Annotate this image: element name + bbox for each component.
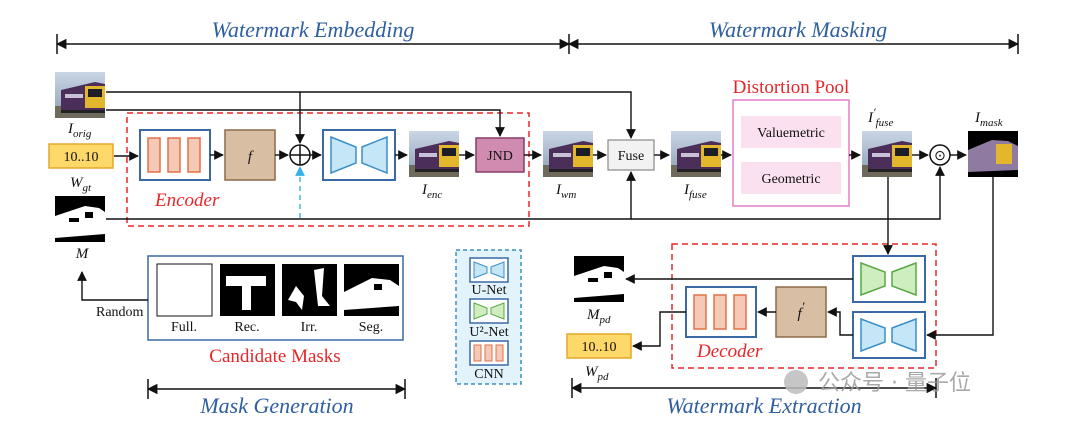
fuse-label: Fuse: [618, 149, 644, 164]
message-bits: 10..10: [64, 150, 99, 165]
legend-u2net-icon: [469, 298, 509, 324]
predicted-bits-box: [566, 333, 632, 359]
i-fuse-label: Ifuse: [683, 182, 707, 201]
mask-label: M: [75, 246, 90, 262]
valuemetric-label: Valuemetric: [757, 126, 825, 141]
distorted-image: [862, 131, 912, 177]
svg-text:⊙: ⊙: [934, 149, 946, 164]
mask-full-label: Full.: [171, 320, 197, 335]
source-watermark: 公众号 · 量子位: [784, 370, 971, 396]
decoder-region: [671, 243, 937, 369]
masked-image: [968, 131, 1018, 177]
watermark-text: 公众号 · 量子位: [818, 371, 971, 396]
i-wm-label: Iwm: [555, 182, 576, 201]
i-enc-label: Ienc: [421, 182, 442, 201]
fuse-block: [607, 139, 655, 171]
legend-u2net-label: U²-Net: [469, 325, 508, 340]
mask-image: [55, 196, 105, 242]
original-image: [55, 72, 105, 118]
w-gt-label: Wgt: [70, 175, 92, 194]
distortion-valuemetric: [741, 116, 841, 148]
message-bits-box: [48, 143, 114, 169]
distortion-geometric: [741, 162, 841, 194]
watermarked-image: [543, 131, 593, 177]
embedding-title: Watermark Embedding: [212, 17, 415, 42]
m-pd-label: Mpd: [586, 307, 611, 326]
random-label: Random: [96, 305, 144, 320]
extraction-title: Watermark Extraction: [666, 393, 861, 418]
masking-section-header: Watermark Masking: [567, 17, 1020, 54]
mask-generation-header: Mask Generation: [146, 379, 407, 418]
mask-seg-label: Seg.: [359, 320, 384, 335]
encoder-region: [126, 112, 530, 227]
masking-title: Watermark Masking: [709, 17, 887, 42]
mask-irregular: [282, 264, 337, 316]
mask-generation-title: Mask Generation: [199, 393, 353, 418]
extraction-header: Watermark Extraction: [570, 378, 938, 418]
legend-unet-label: U-Net: [472, 283, 507, 298]
jnd-label: JND: [487, 149, 513, 164]
decoder-label: Decoder: [696, 341, 763, 362]
i-fuse-prime-label: I′fuse: [867, 105, 893, 129]
mask-segmentation: [344, 264, 399, 316]
encoder-f-label: f: [248, 149, 254, 165]
predicted-mask-image: [574, 256, 624, 302]
mask-irr-label: Irr.: [301, 320, 318, 335]
mask-rec-label: Rec.: [234, 320, 259, 335]
legend-unet-icon: [469, 257, 509, 283]
fused-image: [671, 131, 721, 177]
orig-label: Iorig: [67, 121, 92, 140]
jnd-block: [475, 137, 525, 173]
w-pd-label: Wpd: [585, 364, 609, 383]
predicted-bits: 10..10: [582, 340, 617, 355]
distortion-pool-title: Distortion Pool: [733, 77, 850, 98]
decoder-f-label: f′: [797, 299, 804, 322]
mask-full: [156, 263, 213, 317]
legend-cnn-label: CNN: [474, 367, 504, 382]
mask-rectangular: [220, 264, 275, 316]
candidate-masks-title: Candidate Masks: [209, 346, 340, 367]
embedding-section-header: Watermark Embedding: [55, 17, 571, 54]
legend-cnn-icon: [469, 340, 509, 366]
geometric-label: Geometric: [761, 172, 820, 187]
encoded-image: [409, 131, 459, 177]
encoder-label: Encoder: [154, 190, 220, 211]
wechat-icon: [784, 370, 808, 394]
i-mask-label: Imask: [974, 110, 1004, 129]
